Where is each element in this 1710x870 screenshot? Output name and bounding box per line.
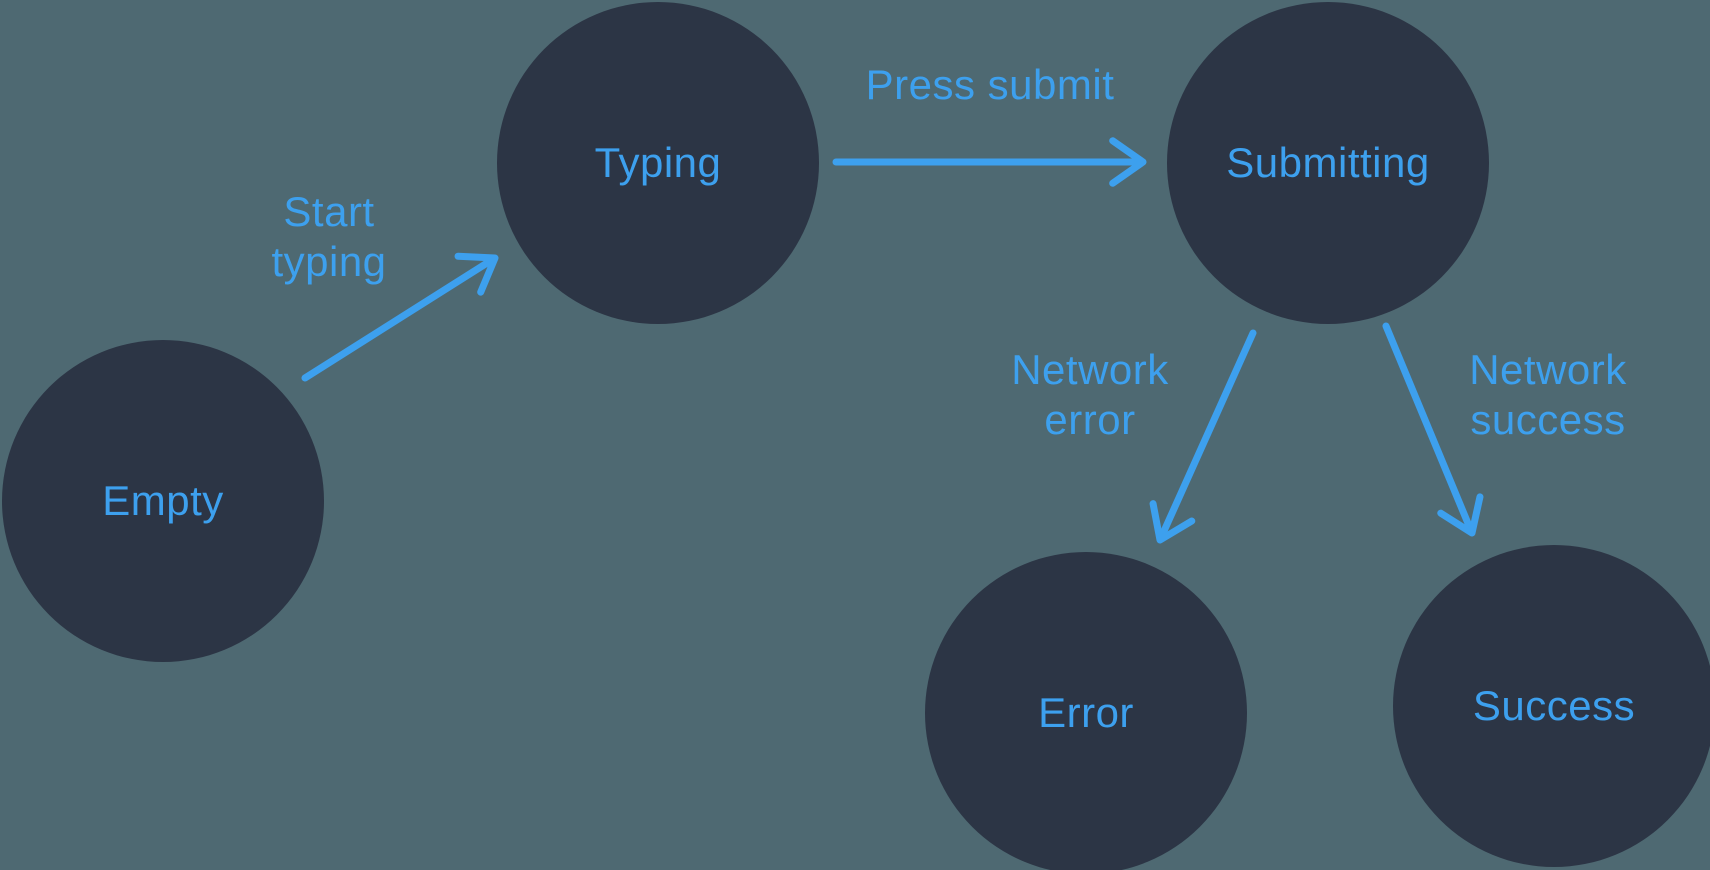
state-node-success: Success (1393, 545, 1710, 867)
arrowhead-icon-network-error (1149, 500, 1196, 544)
state-label-success: Success (1472, 682, 1636, 729)
state-label-typing: Typing (594, 139, 722, 186)
state-node-empty: Empty (2, 340, 324, 662)
transition-label-press-submit: Press submit (865, 61, 1115, 108)
transition-arrow-start-typing (301, 256, 496, 382)
transition-label-network-success: Network success (1469, 346, 1627, 443)
transition-arrow-network-success (1382, 322, 1474, 533)
state-node-submitting: Submitting (1167, 2, 1489, 324)
state-label-error: Error (1038, 689, 1134, 736)
state-node-typing: Typing (497, 2, 819, 324)
arrowhead-icon-press-submit (1109, 137, 1147, 187)
state-label-empty: Empty (102, 477, 224, 524)
arrowhead-icon-start-typing (454, 252, 499, 296)
transition-label-network-error: Network error (1011, 346, 1169, 443)
transition-label-start-typing: Start typing (271, 188, 387, 285)
state-node-error: Error (925, 552, 1247, 870)
arrowhead-icon-network-success (1437, 493, 1484, 537)
transition-arrow-network-error (1158, 329, 1257, 540)
state-label-submitting: Submitting (1226, 139, 1430, 186)
